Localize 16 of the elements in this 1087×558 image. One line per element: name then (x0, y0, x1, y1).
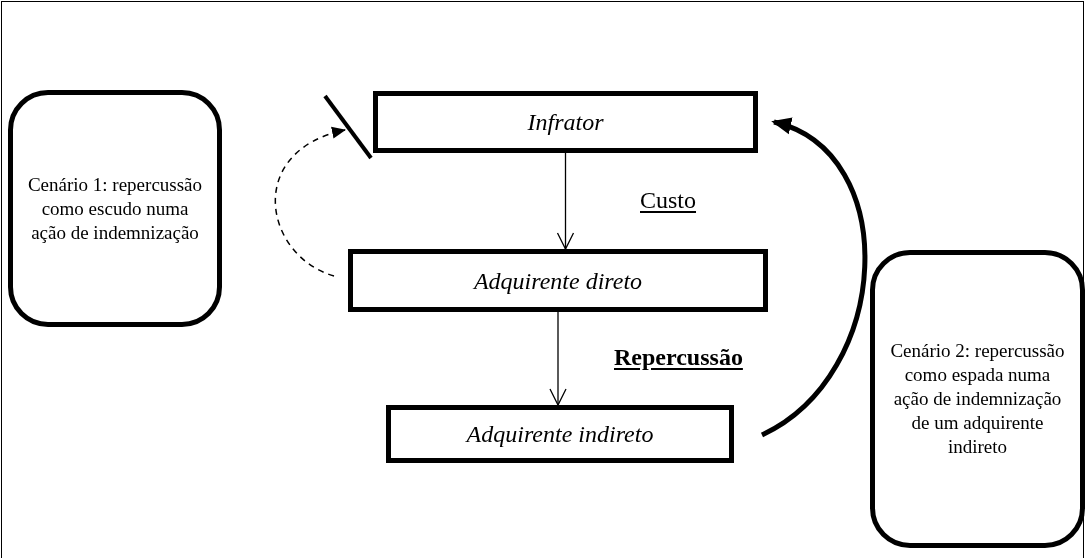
process-box (386, 405, 734, 463)
arrow (556, 152, 575, 250)
box-text: Adquirente indireto (464, 420, 655, 448)
scenario-box (870, 250, 1085, 548)
edge-label: Custo (640, 186, 696, 214)
process-box (348, 249, 768, 312)
dashed-arrow (274, 128, 346, 277)
box-text: Infrator (526, 108, 605, 136)
arrow (549, 311, 567, 406)
process-box (373, 91, 758, 153)
box-text: Cenário 1: repercussão como escudo numa ação de indemnização (26, 172, 204, 245)
scenario-box (8, 90, 222, 327)
box-text: Adquirente direto (472, 266, 644, 295)
box-text: Cenário 2: repercussão como espada numa ação de indemnização de um adquirente indireto (889, 339, 1066, 459)
edge-label: Repercussão (614, 343, 743, 371)
arrow (760, 119, 868, 438)
